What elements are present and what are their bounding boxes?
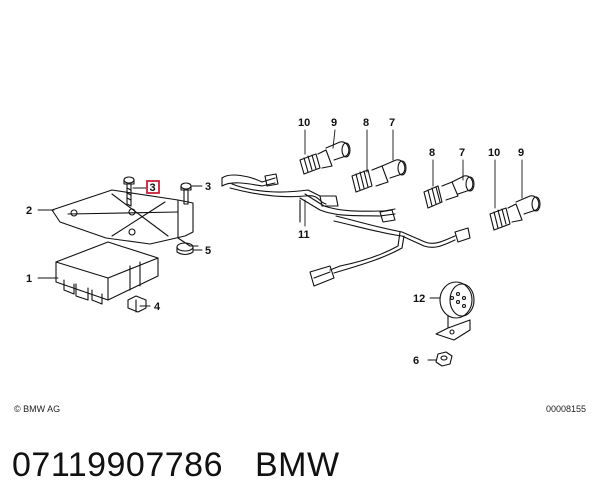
bracket-plate bbox=[51, 189, 199, 247]
callout-10-left[interactable]: 10 bbox=[298, 117, 310, 129]
callout-9-left[interactable]: 9 bbox=[331, 117, 337, 129]
part-number: 07119907786 bbox=[12, 445, 223, 484]
leader-lines bbox=[37, 129, 523, 361]
callout-3[interactable]: 3 bbox=[205, 181, 211, 193]
callout-7-right[interactable]: 7 bbox=[459, 147, 465, 159]
parts-diagram: 3 2 1 3 5 4 10 9 8 7 8 7 10 9 11 12 6 bbox=[26, 117, 541, 367]
grommet-nut bbox=[176, 242, 194, 256]
screw-right bbox=[180, 182, 192, 205]
callout-5[interactable]: 5 bbox=[205, 245, 211, 257]
callout-3-highlight[interactable]: 3 bbox=[150, 182, 156, 194]
callout-8-middle[interactable]: 8 bbox=[363, 117, 369, 129]
sensor-pair-far-right bbox=[489, 195, 541, 231]
callout-10-right[interactable]: 10 bbox=[488, 147, 500, 159]
caption-bar: 07119907786 BMW bbox=[12, 440, 340, 490]
callout-1[interactable]: 1 bbox=[26, 273, 32, 285]
callout-highlight-box[interactable] bbox=[146, 180, 160, 194]
diagram-id: 00008155 bbox=[545, 404, 586, 414]
sensor-pair-right bbox=[423, 175, 475, 209]
sensor-pair-middle bbox=[351, 159, 407, 193]
callout-11[interactable]: 11 bbox=[298, 229, 310, 241]
callout-2[interactable]: 2 bbox=[26, 205, 32, 217]
callout-6[interactable]: 6 bbox=[413, 355, 419, 367]
callout-4[interactable]: 4 bbox=[154, 301, 161, 313]
sensor-pair-left bbox=[299, 141, 351, 175]
control-module bbox=[55, 241, 159, 305]
buzzer bbox=[435, 281, 475, 341]
copyright-notice: © BMW AG bbox=[14, 404, 61, 414]
screw-upper bbox=[123, 176, 135, 207]
brand-name: BMW bbox=[254, 445, 340, 484]
callout-8-right[interactable]: 8 bbox=[429, 147, 435, 159]
clip bbox=[127, 295, 147, 313]
callout-12[interactable]: 12 bbox=[413, 293, 425, 305]
callout-7-middle[interactable]: 7 bbox=[389, 117, 395, 129]
wiring-harness bbox=[221, 173, 471, 287]
hex-nut bbox=[435, 351, 453, 367]
callout-9-right[interactable]: 9 bbox=[518, 147, 524, 159]
